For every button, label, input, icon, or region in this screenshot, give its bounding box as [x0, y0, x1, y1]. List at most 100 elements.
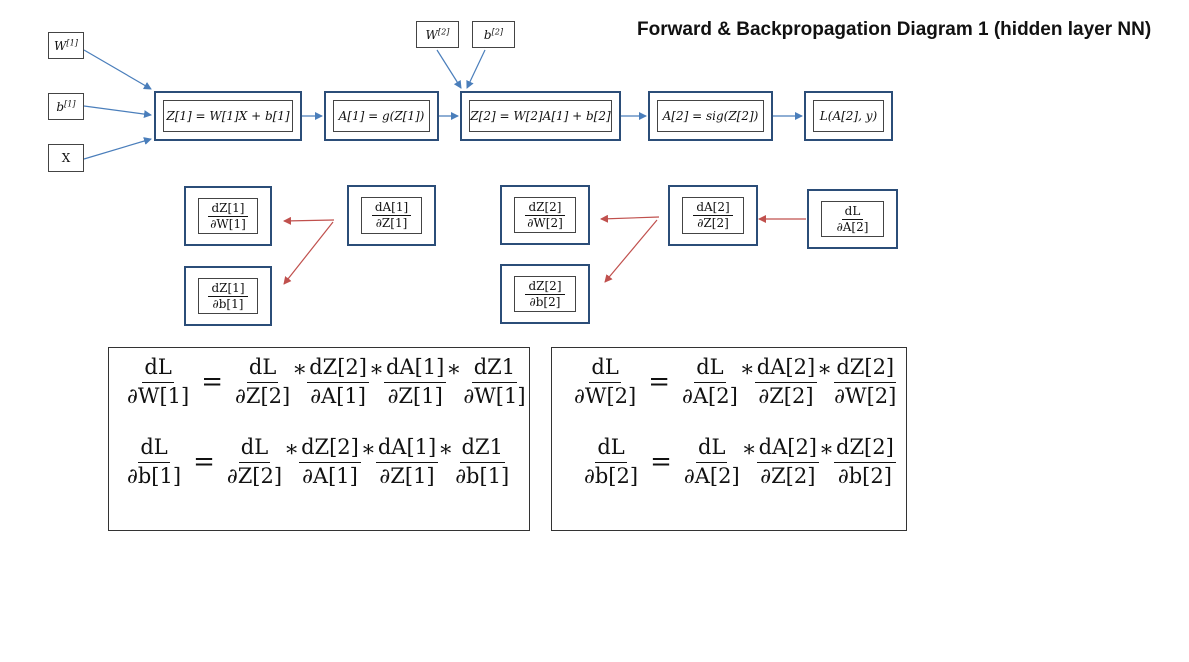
arrow-w2-to-z2	[436, 49, 462, 89]
term-denominator: ∂Z[1]	[379, 463, 435, 488]
multiply-sign: *	[362, 441, 374, 467]
term-denominator: ∂A[1]	[310, 383, 366, 408]
layer1-equations-box: dL∂W[1]=dL∂Z[2]*dZ[2]∂A[1]*dA[1]∂Z[1]*dZ…	[108, 347, 530, 531]
arrow-dA1dZ1-to-dZ1dW1	[283, 216, 335, 225]
term-numerator: dA[2]	[756, 435, 819, 463]
term-numerator: dL	[589, 355, 621, 383]
equation-term: dZ[2]∂W[2]	[832, 355, 898, 408]
loss-label: L(A[2], y)	[813, 100, 884, 132]
backward-dZ2-dW2-box: dZ[2]∂W[2]	[500, 185, 590, 245]
term-numerator: dZ[2]	[834, 355, 897, 383]
backward-dL-dA2-num: dL	[841, 205, 864, 220]
arrow-b1-to-z1	[83, 105, 152, 119]
backward-dA1-dZ1-box: dA[1]∂Z[1]	[347, 185, 436, 246]
term-denominator: ∂W[1]	[127, 383, 190, 408]
backward-dL-dA2-box: dL∂A[2]	[807, 189, 898, 249]
input-b2-label: b[2]	[483, 26, 504, 42]
equation-term: dZ1∂W[1]	[461, 355, 527, 408]
backward-dZ1-dW1-num: dZ[1]	[208, 202, 248, 217]
loss-formula: L(A[2], y)	[819, 109, 878, 123]
eq-layer2-w: dL∂W[2]=dL∂A[2]*dA[2]∂Z[2]*dZ[2]∂W[2]	[572, 355, 898, 408]
forward-z2-label: Z[2] = W[2]A[1] + b[2]	[469, 100, 612, 132]
multiply-sign: *	[741, 361, 753, 387]
backward-dZ2-dW2-den: ∂W[2]	[527, 215, 563, 230]
term-denominator: ∂Z[1]	[387, 383, 443, 408]
term-numerator: dZ[2]	[834, 435, 896, 463]
forward-a1-box: A[1] = g(Z[1])	[324, 91, 439, 141]
term-denominator: ∂Z[2]	[235, 383, 291, 408]
term-denominator: ∂A[2]	[682, 383, 738, 408]
equals-sign: =	[648, 367, 670, 398]
arrow-dA1dZ1-to-dZ1db1	[283, 221, 334, 285]
input-x-box: X	[48, 144, 84, 172]
equation-term: dA[2]∂Z[2]	[754, 355, 818, 408]
arrow-b2-to-z2	[466, 49, 486, 89]
term-numerator: dL	[142, 355, 174, 383]
forward-z2-box: Z[2] = W[2]A[1] + b[2]	[460, 91, 621, 141]
multiply-sign: *	[743, 441, 755, 467]
term-denominator: ∂Z[2]	[758, 383, 814, 408]
term-denominator: ∂Z[2]	[760, 463, 816, 488]
equation-term: dL∂W[2]	[572, 355, 638, 408]
term-denominator: ∂b[2]	[584, 463, 639, 488]
term-numerator: dA[1]	[383, 355, 447, 383]
equals-sign: =	[201, 367, 223, 398]
term-numerator: dA[2]	[754, 355, 818, 383]
equation-term: dL∂A[2]	[680, 355, 740, 408]
equation-term: dZ[2]∂A[1]	[307, 355, 369, 408]
multiply-sign: *	[286, 441, 298, 467]
input-w1-label: W[1]	[54, 37, 78, 53]
term-numerator: dZ1	[471, 355, 518, 383]
term-numerator: dZ[2]	[307, 355, 369, 383]
input-w2-box: W[2]	[416, 21, 459, 48]
forward-z1-formula: Z[1] = W[1]X + b[1]	[166, 109, 290, 123]
eq-layer1-b: dL∂b[1]=dL∂Z[2]*dZ[2]∂A[1]*dA[1]∂Z[1]*dZ…	[125, 435, 511, 488]
forward-z2-formula: Z[2] = W[2]A[1] + b[2]	[470, 109, 611, 123]
backward-dZ2-dW2-num: dZ[2]	[525, 201, 565, 216]
backward-dZ2-dW2-label: dZ[2]∂W[2]	[514, 197, 576, 233]
input-w2-label: W[2]	[425, 26, 450, 42]
backward-dZ1-dW1-label: dZ[1]∂W[1]	[198, 198, 258, 234]
backward-dZ2-db2-num: dZ[2]	[525, 280, 565, 295]
term-numerator: dL	[138, 435, 170, 463]
term-denominator: ∂Z[2]	[226, 463, 283, 488]
backward-dZ1-db1-num: dZ[1]	[208, 282, 248, 297]
forward-a2-formula: A[2] = sig(Z[2])	[662, 109, 759, 123]
equals-sign: =	[193, 447, 215, 478]
equation-term: dL∂b[2]	[582, 435, 640, 488]
multiply-sign: *	[448, 361, 460, 387]
layer2-equations-box: dL∂W[2]=dL∂A[2]*dA[2]∂Z[2]*dZ[2]∂W[2] dL…	[551, 347, 907, 531]
input-b1-label: b[1]	[56, 98, 76, 114]
term-numerator: dL	[595, 435, 627, 463]
term-denominator: ∂A[2]	[683, 463, 740, 488]
term-numerator: dL	[694, 355, 726, 383]
eq-layer2-b: dL∂b[2]=dL∂A[2]*dA[2]∂Z[2]*dZ[2]∂b[2]	[582, 435, 896, 488]
backward-dZ2-db2-label: dZ[2]∂b[2]	[514, 276, 576, 312]
arrow-dA2dZ2-to-dZ2db2	[604, 219, 658, 283]
equation-term: dA[1]∂Z[1]	[383, 355, 447, 408]
multiply-sign: *	[370, 361, 382, 387]
backward-dL-dA2-label: dL∂A[2]	[821, 201, 884, 237]
multiply-sign: *	[821, 441, 832, 467]
arrow-x-to-z1	[83, 137, 152, 160]
term-denominator: ∂b[2]	[837, 463, 892, 488]
term-numerator: dL	[238, 435, 271, 463]
term-numerator: dL	[696, 435, 728, 463]
term-numerator: dA[1]	[375, 435, 439, 463]
equation-term: dZ1∂b[1]	[453, 435, 511, 488]
backward-dZ1-dW1-box: dZ[1]∂W[1]	[184, 186, 272, 246]
backward-dZ1-db1-box: dZ[1]∂b[1]	[184, 266, 272, 326]
backward-dZ2-db2-den: ∂b[2]	[529, 294, 561, 309]
arrow-dA2dZ2-to-dZ2dW2	[600, 214, 660, 223]
input-x-label: X	[61, 151, 71, 165]
backward-dL-dA2-den: ∂A[2]	[836, 219, 869, 234]
term-denominator: ∂W[2]	[574, 383, 637, 408]
multiply-sign: *	[819, 361, 831, 387]
diagram-title: Forward & Backpropagation Diagram 1 (hid…	[637, 19, 1152, 40]
forward-a1-label: A[1] = g(Z[1])	[333, 100, 430, 132]
backward-dA2-dZ2-label: dA[2]∂Z[2]	[682, 197, 744, 234]
multiply-sign: *	[440, 441, 452, 467]
forward-a2-label: A[2] = sig(Z[2])	[657, 100, 764, 132]
term-numerator: dL	[246, 355, 279, 383]
